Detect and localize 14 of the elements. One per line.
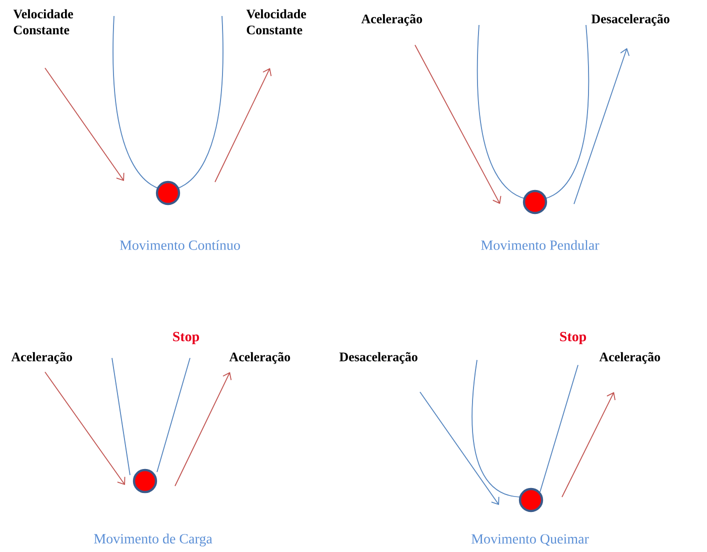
label-text: Aceleração [11, 352, 72, 364]
caption: Movimento Contínuo [120, 240, 240, 250]
label-text: Aceleração [599, 352, 660, 364]
label-text: Desaceleração [591, 14, 670, 26]
label-text: Velocidade Constante [246, 9, 306, 34]
label-text: Desaceleração [339, 352, 418, 364]
stop-label: Stop [173, 332, 200, 344]
label-text: Aceleração [361, 14, 422, 26]
label-text: Velocidade Constante [13, 9, 74, 34]
caption: Movimento Queimar [472, 534, 589, 546]
caption: Movimento de Carga [94, 534, 212, 546]
caption: Movimento Pendular [481, 240, 600, 250]
stop-label: Stop [560, 332, 586, 344]
label-text: Aceleração [229, 352, 290, 364]
